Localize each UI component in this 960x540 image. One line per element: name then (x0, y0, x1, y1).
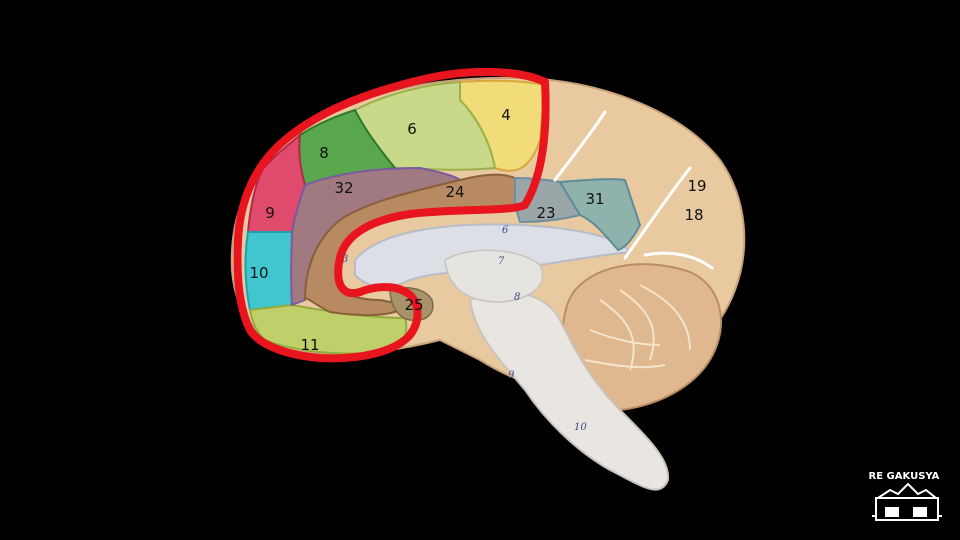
label-area-11: 11 (300, 336, 319, 354)
logo: RE GAKUSYA (869, 471, 942, 521)
label-area-4: 4 (501, 106, 511, 124)
brainstem (468, 290, 670, 491)
label-area-9: 9 (265, 204, 275, 222)
thalamus (444, 249, 544, 303)
label-area-25: 25 (404, 296, 423, 314)
label-area-32: 32 (334, 179, 353, 197)
label-area-18: 18 (684, 206, 703, 224)
area-25 (389, 287, 434, 322)
model-marking: 10 (574, 422, 587, 433)
model-marking: 7 (498, 256, 505, 267)
label-area-8: 8 (319, 144, 329, 162)
model-marking: 3 (342, 254, 348, 265)
sulcus-lines (553, 110, 714, 270)
label-area-19: 19 (687, 177, 706, 195)
area-31 (558, 178, 642, 252)
label-area-6: 6 (407, 120, 417, 138)
frontal-outline (233, 68, 550, 363)
label-area-10: 10 (249, 264, 268, 282)
logo-text: RE GAKUSYA (869, 471, 940, 482)
model-marking: 8 (514, 292, 520, 303)
cerebellum-folia (584, 284, 691, 371)
label-area-24: 24 (445, 183, 464, 201)
model-marking: 6 (502, 225, 509, 236)
house-face-icon (872, 482, 942, 521)
model-marking: 9 (508, 370, 515, 381)
label-area-31: 31 (585, 190, 604, 208)
label-area-23: 23 (536, 204, 555, 222)
